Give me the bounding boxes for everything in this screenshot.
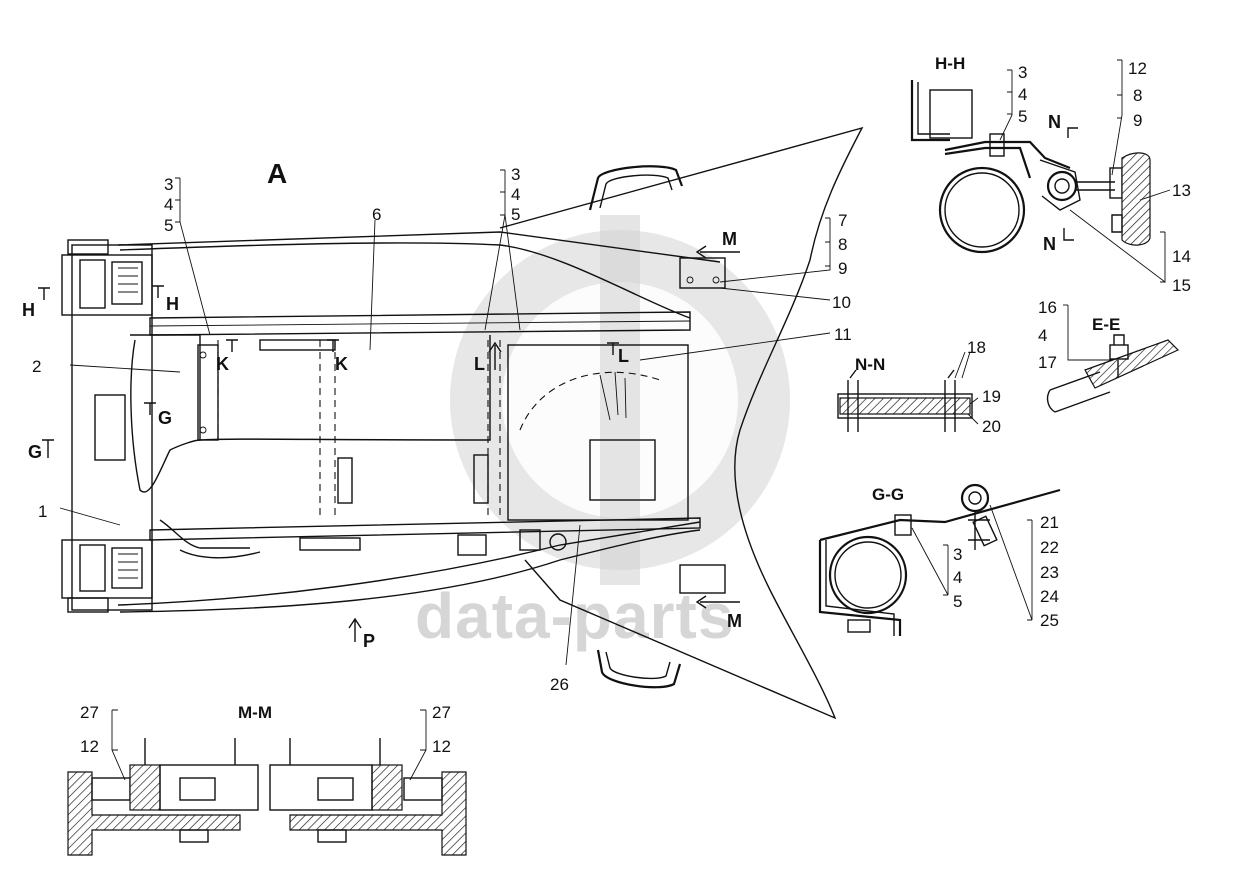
callout-1: 1 (38, 502, 47, 521)
hh-callout-14: 14 (1172, 247, 1191, 266)
mark-m-bottom: M (727, 611, 742, 631)
section-hh-leaders (999, 59, 1171, 283)
callout-26: 26 (550, 675, 569, 694)
watermark-logo (450, 215, 790, 585)
section-gg-title: G-G (872, 485, 904, 504)
section-nn-title: N-N (855, 355, 885, 374)
gg-callout-4: 4 (953, 568, 962, 587)
section-hh-drawing (910, 80, 1151, 254)
gg-callout-5: 5 (953, 592, 962, 611)
gg-callout-24: 24 (1040, 587, 1059, 606)
section-gg-drawing (818, 483, 1061, 636)
section-mm-leaders (111, 709, 427, 781)
nn-callout-20: 20 (982, 417, 1001, 436)
callout-4-right: 4 (511, 185, 520, 204)
section-hh-title: H-H (935, 54, 965, 73)
mark-l-right: L (618, 346, 629, 366)
hh-callout-8: 8 (1133, 86, 1142, 105)
ee-callout-4: 4 (1038, 326, 1047, 345)
gg-callout-23: 23 (1040, 563, 1059, 582)
section-ee-leaders (1063, 304, 1112, 361)
mark-l-left: L (474, 354, 485, 374)
section-hh-arrows (1063, 127, 1078, 241)
gg-callout-21: 21 (1040, 513, 1059, 532)
callout-2: 2 (32, 357, 41, 376)
callout-7: 7 (838, 211, 847, 230)
hh-callout-4: 4 (1018, 85, 1027, 104)
mm-callout-12-right: 12 (432, 737, 451, 756)
mark-h-right: H (166, 294, 179, 314)
mm-callout-27-left: 27 (80, 703, 99, 722)
mm-callout-27-right: 27 (432, 703, 451, 722)
hh-callout-13: 13 (1172, 181, 1191, 200)
main-view-frame (61, 126, 864, 720)
section-nn-drawing (837, 369, 973, 432)
gg-callout-22: 22 (1040, 538, 1059, 557)
hh-callout-5: 5 (1018, 107, 1027, 126)
hh-callout-15: 15 (1172, 276, 1191, 295)
callout-10: 10 (832, 293, 851, 312)
callout-6: 6 (372, 205, 381, 224)
callout-4: 4 (164, 195, 173, 214)
mark-k-left: K (216, 354, 229, 374)
hh-callout-12: 12 (1128, 59, 1147, 78)
section-mm-title: M-M (238, 703, 272, 722)
main-view-title: A (267, 158, 287, 189)
gg-callout-25: 25 (1040, 611, 1059, 630)
callout-3: 3 (164, 175, 173, 194)
ee-callout-17: 17 (1038, 353, 1057, 372)
callout-11: 11 (834, 325, 852, 344)
mark-m-top: M (722, 229, 737, 249)
hh-callout-3: 3 (1018, 63, 1027, 82)
section-nn-leaders (954, 351, 979, 425)
callout-3-right: 3 (511, 165, 520, 184)
mm-callout-12-left: 12 (80, 737, 99, 756)
callout-9: 9 (838, 259, 847, 278)
mark-k-right: K (335, 354, 348, 374)
mark-g-right: G (158, 408, 172, 428)
callout-8: 8 (838, 235, 847, 254)
ee-callout-16: 16 (1038, 298, 1057, 317)
section-gg-leaders (911, 504, 1033, 621)
gg-callout-3: 3 (953, 545, 962, 564)
hh-mark-n-top: N (1048, 112, 1061, 132)
nn-callout-18: 18 (967, 338, 986, 357)
section-ee-title: E-E (1092, 315, 1120, 334)
section-mm-drawing (67, 738, 467, 856)
callout-5: 5 (164, 216, 173, 235)
section-arrows (38, 245, 740, 642)
section-ee-drawing (1046, 334, 1180, 413)
mark-p: P (363, 631, 375, 651)
callout-5-right: 5 (511, 205, 520, 224)
hh-callout-9: 9 (1133, 111, 1142, 130)
watermark-text: data-parts (415, 580, 734, 652)
mark-h-left: H (22, 300, 35, 320)
main-view-leaders (59, 169, 831, 666)
mark-g-left: G (28, 442, 42, 462)
nn-callout-19: 19 (982, 387, 1001, 406)
hh-mark-n-bottom: N (1043, 234, 1056, 254)
